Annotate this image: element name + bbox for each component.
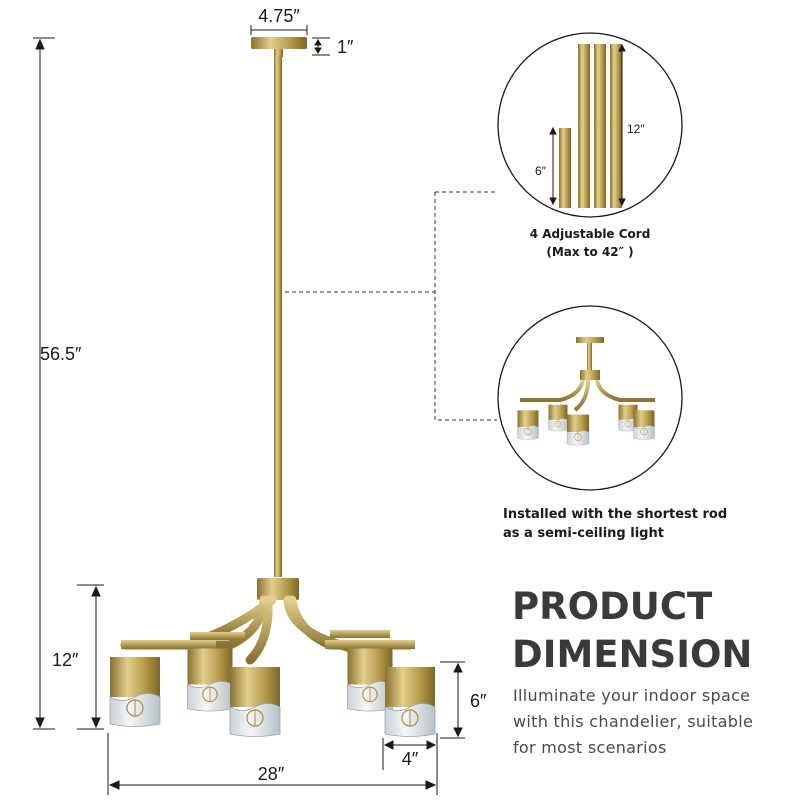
canopy <box>251 37 307 49</box>
semi-caption-line1: Installed with the shortest rod <box>503 507 727 522</box>
rod-short-label: 6″ <box>535 164 547 178</box>
rods-caption-line2: (Max to 42″ ) <box>546 245 633 259</box>
description-line-3: for most scenarios <box>513 738 667 757</box>
rods-caption-line1: 4 Adjustable Cord <box>530 227 651 241</box>
body-height-label: 12″ <box>52 650 79 670</box>
chandelier-main <box>109 37 436 738</box>
rod-long-label: 12″ <box>627 122 645 136</box>
title-line-2: DIMENSION <box>512 633 753 676</box>
rod-long-3 <box>610 44 622 208</box>
description-line-2: with this chandelier, suitable <box>513 712 754 731</box>
rod-long-1 <box>578 44 590 208</box>
callout-rods <box>497 32 683 218</box>
overall-width-label: 28″ <box>258 764 285 784</box>
description: Illuminate your indoor space with this c… <box>513 683 753 761</box>
overall-height-label: 56.5″ <box>40 344 82 364</box>
page-title: PRODUCT DIMENSION <box>512 583 752 679</box>
center-body <box>257 578 299 600</box>
description-line-1: Illuminate your indoor space <box>513 686 751 705</box>
lamp-front-right <box>384 666 436 738</box>
callout-semi-flush <box>497 305 683 491</box>
shade-height-label: 6″ <box>470 691 487 711</box>
lamp-back-left <box>186 647 234 712</box>
semi-caption-line2: as a semi-ceiling light <box>503 526 664 541</box>
canopy-height-label: 1″ <box>337 37 354 57</box>
callout-connectors <box>285 191 497 421</box>
shade-width-label: 4″ <box>402 749 419 769</box>
lamp-left <box>109 656 161 728</box>
rod-long-2 <box>594 44 606 208</box>
lamp-front-center <box>229 666 281 738</box>
title-line-1: PRODUCT <box>512 585 713 628</box>
dimension-lines <box>33 25 465 795</box>
downrod <box>274 57 282 577</box>
rod-short <box>559 128 571 208</box>
canopy-width-label: 4.75″ <box>258 6 300 26</box>
